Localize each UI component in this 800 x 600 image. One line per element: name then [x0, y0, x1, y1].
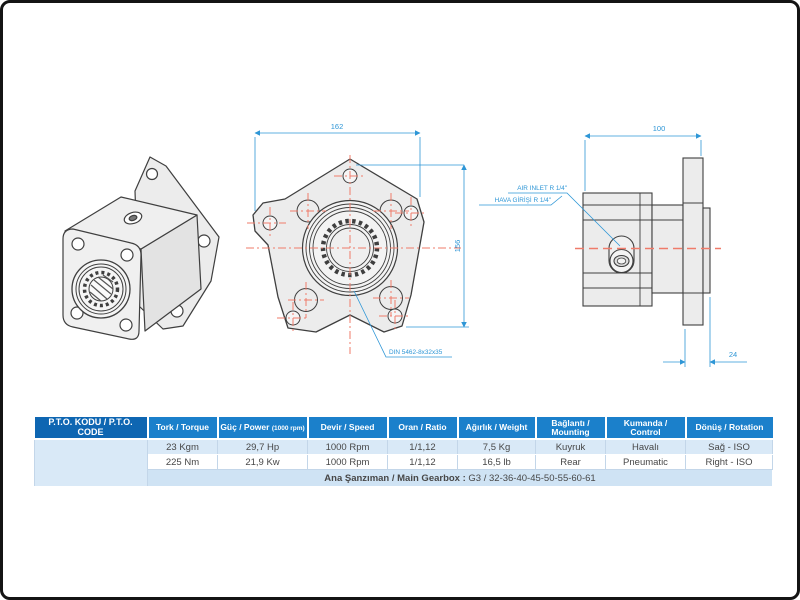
gearbox-compatibility: Ana Şanzıman / Main Gearbox : G3 / 32-36…	[147, 469, 773, 487]
cell-mounting-tr: Kuyruk	[535, 438, 606, 455]
iso-spline-bore	[71, 259, 131, 319]
front-width-dim-label: 162	[331, 122, 344, 131]
header-rotation: Dönüş / Rotation	[685, 417, 773, 440]
header-torque: Tork / Torque	[147, 417, 219, 440]
header-power: Güç / Power (1000 rpm)	[217, 417, 309, 440]
isometric-view-drawing	[62, 156, 220, 340]
cell-power-metric: 29,7 Hp	[217, 438, 308, 455]
cell-weight-metric: 7,5 Kg	[457, 438, 536, 455]
header-weight: Ağırlık / Weight	[457, 417, 537, 440]
cell-weight-imperial: 16,5 lb	[457, 454, 536, 470]
spline-note-label: DIN 5462-8x32x35	[389, 349, 443, 356]
cell-ratio-imperial: 1/1,12	[387, 454, 458, 470]
spec-table: P.T.O. KODU / P.T.O. CODE Tork / Torque …	[34, 417, 773, 487]
cell-speed-metric: 1000 Rpm	[307, 438, 388, 455]
front-centerlines	[246, 155, 461, 354]
dimension-156	[356, 164, 469, 328]
side-body	[582, 157, 711, 326]
front-height-dim-label: 156	[453, 240, 462, 253]
dimension-162	[254, 130, 421, 211]
table-row: 23 Kgm 29,7 Hp 1000 Rpm 1/1,12 7,5 Kg Ku…	[34, 438, 773, 487]
pto-code-value	[34, 438, 148, 487]
cell-power-imperial: 21,9 Kw	[217, 454, 308, 470]
cell-torque-imperial: 225 Nm	[147, 454, 218, 470]
cell-control-tr: Havalı	[605, 438, 686, 455]
cell-rotation-en: Right - ISO	[685, 454, 773, 470]
header-speed: Devir / Speed	[307, 417, 389, 440]
dimension-24	[663, 297, 747, 367]
side-flange-dim-label: 24	[729, 350, 737, 359]
cell-mounting-en: Rear	[535, 454, 606, 470]
table-footer-row: Ana Şanzıman / Main Gearbox : G3 / 32-36…	[35, 469, 773, 487]
side-view-drawing: 100 AIR INLET R 1/4" HAVA GİRİŞİ R 1/4" …	[479, 124, 747, 367]
cell-torque-metric: 23 Kgm	[147, 438, 218, 455]
cell-speed-imperial: 1000 Rpm	[307, 454, 388, 470]
table-header-row: P.T.O. KODU / P.T.O. CODE Tork / Torque …	[34, 417, 773, 440]
header-mounting: Bağlantı / Mounting	[535, 417, 607, 440]
air-inlet-label-tr: HAVA GİRİŞİ R 1/4"	[495, 195, 551, 204]
dimension-100	[584, 133, 702, 191]
front-view-drawing: 162 156 DIN 5462-8x32x35	[246, 122, 469, 358]
cell-control-en: Pneumatic	[605, 454, 686, 470]
cell-ratio-metric: 1/1,12	[387, 438, 458, 455]
header-control: Kumanda / Control	[605, 417, 687, 440]
cell-rotation-tr: Sağ - ISO	[685, 438, 773, 455]
header-ratio: Oran / Ratio	[387, 417, 459, 440]
air-inlet-callout: AIR INLET R 1/4" HAVA GİRİŞİ R 1/4"	[479, 185, 621, 247]
side-width-dim-label: 100	[653, 124, 666, 133]
air-inlet-boss	[608, 235, 635, 274]
header-pto-code: P.T.O. KODU / P.T.O. CODE	[34, 417, 149, 440]
spline-note: DIN 5462-8x32x35	[353, 290, 452, 358]
table-row: 225 Nm 21,9 Kw 1000 Rpm 1/1,12 16,5 lb R…	[35, 454, 773, 470]
air-inlet-label-en: AIR INLET R 1/4"	[517, 185, 567, 192]
